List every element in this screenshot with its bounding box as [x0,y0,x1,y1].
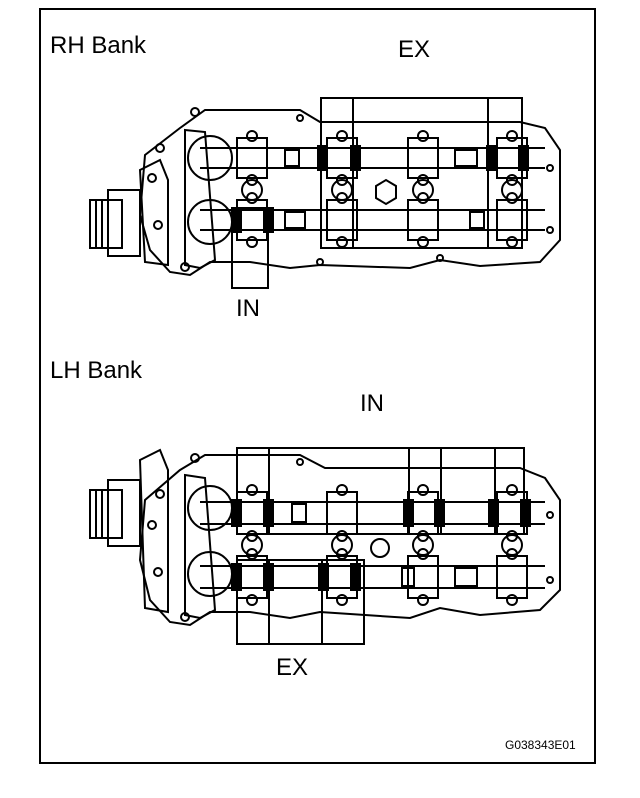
lh-bank-title: LH Bank [50,357,143,384]
rh-in-label: IN [236,295,260,322]
lh-ex-callout-bracket [236,559,365,645]
figure-code: G038343E01 [505,738,576,752]
lh-bank-engine [89,448,561,627]
lh-ex-label: EX [276,654,309,681]
rh-in-callout-bracket [231,207,269,289]
rh-ex-label: EX [398,36,431,63]
rh-bank-engine [89,107,561,277]
lh-in-callout-bracket [236,447,525,535]
lh-in-label: IN [360,390,384,417]
rh-bank-title: RH Bank [50,32,147,59]
rh-ex-callout-bracket [320,97,523,249]
figure-frame [39,8,596,764]
lh-bank-cam-lobes [231,499,531,591]
